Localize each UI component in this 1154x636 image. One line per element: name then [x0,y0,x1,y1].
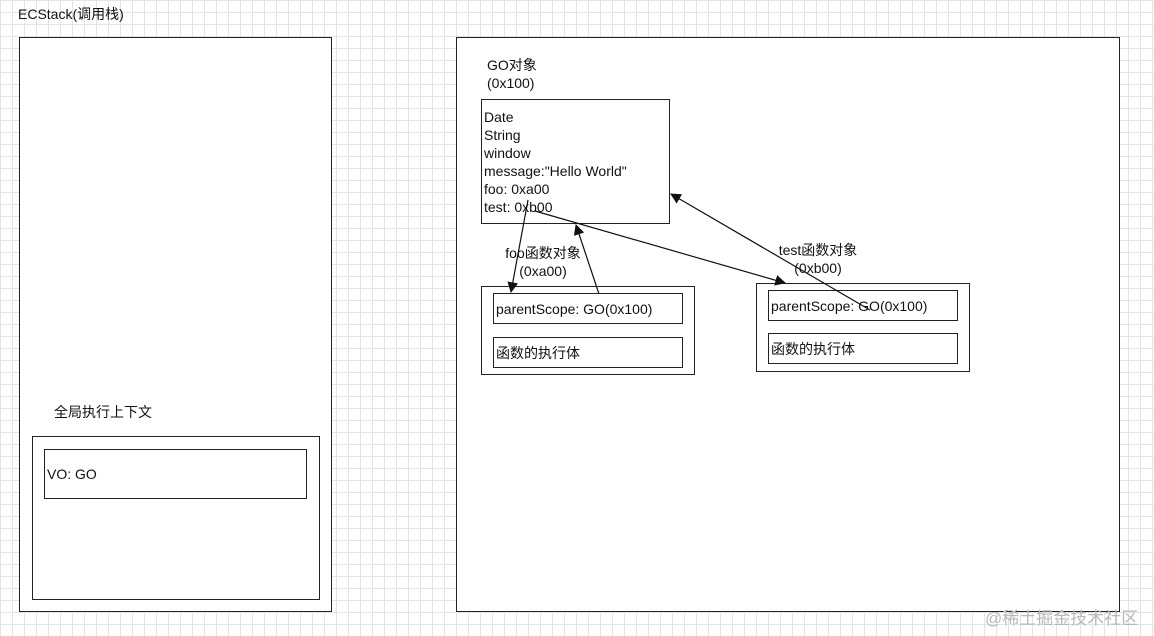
foo-parent-scope-label: parentScope: GO(0x100) [496,301,653,317]
foo-body-label: 函数的执行体 [496,345,580,361]
foo-object-title: foo函数对象 [505,245,581,261]
test-parent-scope-label: parentScope: GO(0x100) [771,298,928,314]
test-parent-scope-box: parentScope: GO(0x100) [768,290,958,321]
go-object-box: Date String window message:"Hello World"… [481,99,670,224]
go-object-title: GO对象 [487,57,537,73]
test-body-label: 函数的执行体 [771,341,855,357]
go-prop-message: message:"Hello World" [484,163,627,179]
go-object-address: (0x100) [487,75,535,91]
go-prop-test: test: 0xb00 [484,199,553,215]
test-object-address: (0xb00) [794,260,842,276]
watermark: @稀土掘金技术社区 [985,609,1139,628]
go-prop-window: window [484,145,531,161]
foo-object-address: (0xa00) [519,263,567,279]
vo-box: VO: GO [44,449,307,499]
go-prop-date: Date [484,109,514,125]
foo-body-box: 函数的执行体 [493,337,683,368]
foo-parent-scope-box: parentScope: GO(0x100) [493,293,683,324]
ecstack-title: ECStack(调用栈) [18,6,124,22]
global-context-label: 全局执行上下文 [54,404,152,420]
go-prop-foo: foo: 0xa00 [484,181,550,197]
test-body-box: 函数的执行体 [768,333,958,364]
test-object-title: test函数对象 [778,242,858,258]
vo-label: VO: GO [47,466,97,482]
go-object-props: Date String window message:"Hello World"… [484,108,627,216]
go-prop-string: String [484,127,521,143]
